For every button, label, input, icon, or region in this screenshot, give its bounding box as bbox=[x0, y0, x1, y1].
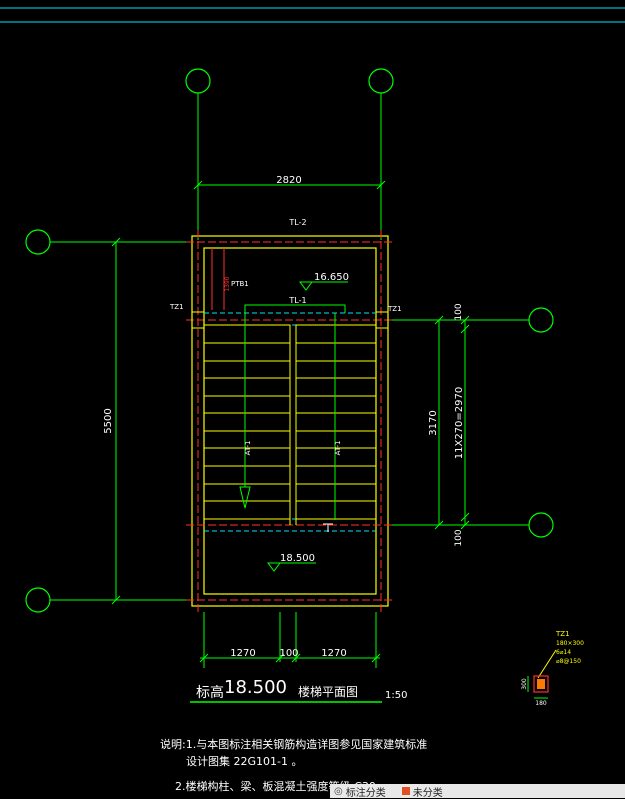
column-detail-rebar: 6⌀14 bbox=[556, 649, 571, 656]
dimension-right-total: 3170 bbox=[428, 410, 439, 435]
axis-bubble-top-right bbox=[368, 68, 394, 94]
dimension-top-label: 2820 bbox=[276, 175, 301, 186]
status-taskbar: ◎ 标注分类 未分类 bbox=[330, 784, 625, 799]
dimension-left bbox=[111, 237, 121, 605]
dimension-bottom-right: 1270 bbox=[321, 648, 346, 659]
axis-bubble-top-left bbox=[185, 68, 211, 94]
column-right-label: TZ1 bbox=[387, 305, 402, 313]
slab-label: PTB1 bbox=[231, 280, 249, 288]
flight-right-label: AT-1 bbox=[334, 441, 342, 456]
column-detail-dim-b: 180 bbox=[535, 700, 547, 707]
column-detail-size: 180×300 bbox=[556, 640, 584, 647]
landing-slab bbox=[211, 248, 225, 310]
dimension-left-label: 5500 bbox=[103, 408, 114, 433]
taskbar-item-uncategorized-label: 未分类 bbox=[412, 787, 443, 799]
column-detail-stirrup: ⌀8@150 bbox=[556, 658, 581, 665]
axis-bubble-left-bottom bbox=[25, 587, 51, 613]
taskbar-item-uncategorized[interactable]: 未分类 bbox=[398, 784, 447, 799]
beam-mid-label: TL-1 bbox=[288, 296, 306, 305]
note-line-2: 设计图集 22G101-1 。 bbox=[186, 754, 302, 768]
elevation-bottom-label: 18.500 bbox=[280, 553, 315, 564]
dimension-right-bottom: 100 bbox=[454, 529, 464, 546]
beam-tl1-outline bbox=[244, 304, 346, 313]
dimension-bottom bbox=[199, 612, 381, 668]
taskbar-item-annotation[interactable]: ◎ 标注分类 bbox=[330, 784, 390, 799]
title-prefix: 标高 bbox=[196, 684, 224, 701]
direction-arrows bbox=[239, 313, 336, 532]
axis-bubble-right-top bbox=[528, 307, 554, 333]
elevation-top-label: 16.650 bbox=[314, 272, 349, 283]
dimension-right-steps: 11X270=2970 bbox=[454, 387, 465, 460]
eye-icon: ◎ bbox=[334, 785, 343, 797]
elevation-marks bbox=[267, 281, 348, 572]
note-line-1: 说明:1.与本图标注相关钢筋构造详图参见国家建筑标准 bbox=[160, 737, 427, 751]
beam-top-label: TL-2 bbox=[288, 218, 306, 227]
dimension-bottom-left: 1270 bbox=[230, 648, 255, 659]
flight-left-label: AT-1 bbox=[244, 441, 252, 456]
slab-dim-label: 1390 bbox=[224, 276, 231, 291]
stair-flights bbox=[203, 324, 377, 525]
title-scale: 1:50 bbox=[385, 690, 407, 701]
title-name: 楼梯平面图 bbox=[298, 684, 358, 699]
axis-bubble-left-top bbox=[25, 229, 51, 255]
axis-bubble-right-bottom bbox=[528, 512, 554, 538]
taskbar-item-annotation-label: 标注分类 bbox=[345, 787, 386, 799]
dimension-right-top: 100 bbox=[454, 303, 464, 320]
dimension-right bbox=[434, 315, 470, 530]
title-elevation: 18.500 bbox=[224, 677, 287, 698]
dimension-top bbox=[193, 180, 386, 190]
column-marks bbox=[191, 311, 389, 329]
dimension-bottom-mid: 100 bbox=[279, 648, 298, 659]
axis-lines bbox=[50, 93, 529, 601]
column-left-label: TZ1 bbox=[169, 303, 184, 311]
column-detail-dim-a: 300 bbox=[521, 678, 528, 690]
column-detail bbox=[527, 649, 557, 699]
column-detail-name: TZ1 bbox=[555, 630, 570, 638]
note-line-3: 2.楼梯构柱、梁、板混凝土强度等级:C30 bbox=[175, 779, 376, 793]
color-swatch-icon bbox=[401, 787, 410, 795]
